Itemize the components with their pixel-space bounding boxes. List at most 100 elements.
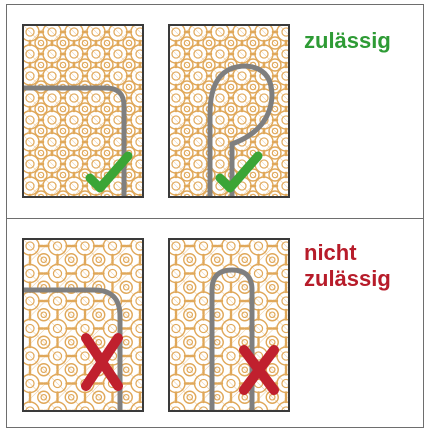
floor-knob-icon (224, 124, 238, 138)
floor-knob-icon (122, 58, 136, 72)
floor-knob-icon (271, 314, 288, 343)
floor-knob-icon (34, 102, 48, 116)
floor-knob-icon (265, 308, 279, 322)
floor-knob-icon (100, 124, 114, 138)
floor-knob-icon (224, 36, 238, 50)
floor-knob-icon (119, 280, 133, 294)
floor-knob-icon (216, 240, 246, 261)
floor-knob-icon (265, 280, 279, 294)
floor-knob-icon (37, 308, 51, 322)
floor-knob-icon (196, 193, 200, 196)
floor-knob-icon (72, 193, 76, 196)
floor-knob-icon (34, 58, 48, 72)
floor-knob-icon (100, 36, 114, 50)
caption-not-allowed-line-1: nicht (304, 240, 357, 265)
heating-pipe (24, 85, 127, 196)
floor-knob-icon (268, 58, 282, 72)
knob-grid (24, 240, 142, 410)
x-mark-icon (81, 333, 123, 391)
floor-knob-icon (125, 240, 142, 261)
panel-not-allowed-hairpin (168, 238, 290, 412)
floor-knob-icon (138, 193, 142, 196)
floor-knob-icon (119, 253, 133, 267)
floor-knob-icon (180, 190, 194, 196)
floor-knob-icon (238, 253, 252, 267)
floor-knob-icon (268, 124, 282, 138)
floor-knob-icon (189, 314, 218, 343)
floor-knob-icon (56, 58, 70, 72)
floor-knob-icon (43, 341, 72, 371)
floor-knob-icon (268, 190, 282, 196)
floor-knob-icon (37, 335, 51, 349)
floor-knob-icon (100, 190, 114, 196)
heating-pipe (207, 63, 275, 196)
floor-knob-icon (92, 308, 106, 322)
floor-knob-icon (125, 369, 142, 398)
floor-knob-icon (180, 80, 194, 94)
floor-knob-icon (180, 102, 194, 116)
floor-knob-icon (271, 259, 288, 288)
floor-knob-icon (218, 193, 222, 196)
panel-not-allowed-bend-right-angle (22, 238, 144, 412)
floor-knob-icon (43, 369, 72, 398)
floor-knob-icon (24, 240, 45, 261)
floor-knob-icon (56, 124, 70, 138)
floor-knob-icon (180, 146, 194, 160)
floor-knob-icon (34, 36, 48, 50)
floor-knob-icon (78, 124, 92, 138)
floor-knob-icon (78, 190, 92, 196)
floor-knob-icon (125, 259, 142, 288)
floor-knob-icon (24, 369, 45, 398)
floor-knob-icon (64, 363, 78, 377)
floor-knob-icon (240, 193, 244, 196)
knob-grid (170, 26, 288, 196)
panel-allowed-bend-right-angle (22, 24, 144, 198)
floor-knob-icon (170, 314, 191, 343)
floor-knob-icon (268, 36, 282, 50)
floor-knob-icon (189, 240, 218, 261)
floor-knob-icon (78, 36, 92, 50)
floor-knob-icon (43, 240, 72, 261)
floor-knob-icon (265, 363, 279, 377)
floor-knob-icon (265, 253, 279, 267)
checkmark-icon (215, 151, 263, 193)
floor-knob-icon (37, 253, 51, 267)
floor-knob-icon (125, 314, 142, 343)
floor-knob-icon (56, 102, 70, 116)
floor-knob-icon (100, 146, 114, 160)
floor-knob-icon (217, 396, 245, 410)
floor-knob-icon (216, 341, 246, 371)
panel-drawing (170, 26, 288, 196)
floor-knob-icon (180, 36, 194, 50)
floor-knob-icon (170, 240, 191, 261)
caption-allowed: zulässig (304, 28, 391, 54)
panel-drawing (24, 240, 142, 410)
floor-knob-icon (78, 102, 92, 116)
floor-knob-icon (100, 102, 114, 116)
floor-knob-icon (183, 390, 197, 404)
floor-knob-icon (64, 335, 78, 349)
floor-knob-icon (125, 341, 142, 371)
floor-knob-icon (189, 396, 218, 410)
panel-drawing (24, 26, 142, 196)
floor-knob-icon (216, 286, 246, 316)
floor-knob-icon (37, 363, 51, 377)
floor-knob-icon (100, 58, 114, 72)
floor-knob-icon (170, 341, 191, 371)
caption-allowed-line-1: zulässig (304, 28, 391, 53)
floor-knob-icon (170, 259, 191, 288)
floor-knob-icon (202, 36, 216, 50)
knob-grid (170, 240, 288, 410)
floor-knob-icon (183, 308, 197, 322)
floor-knob-icon (246, 80, 260, 94)
floor-knob-icon (92, 253, 106, 267)
floor-knob-icon (64, 308, 78, 322)
floor-knob-icon (189, 259, 218, 288)
floor-knob-icon (92, 390, 106, 404)
floor-knob-icon (98, 240, 127, 261)
floor-knob-icon (70, 259, 100, 288)
floor-knob-icon (180, 168, 194, 182)
floor-knob-icon (43, 259, 72, 288)
floor-knob-icon (56, 168, 70, 182)
floor-knob-icon (126, 396, 142, 410)
